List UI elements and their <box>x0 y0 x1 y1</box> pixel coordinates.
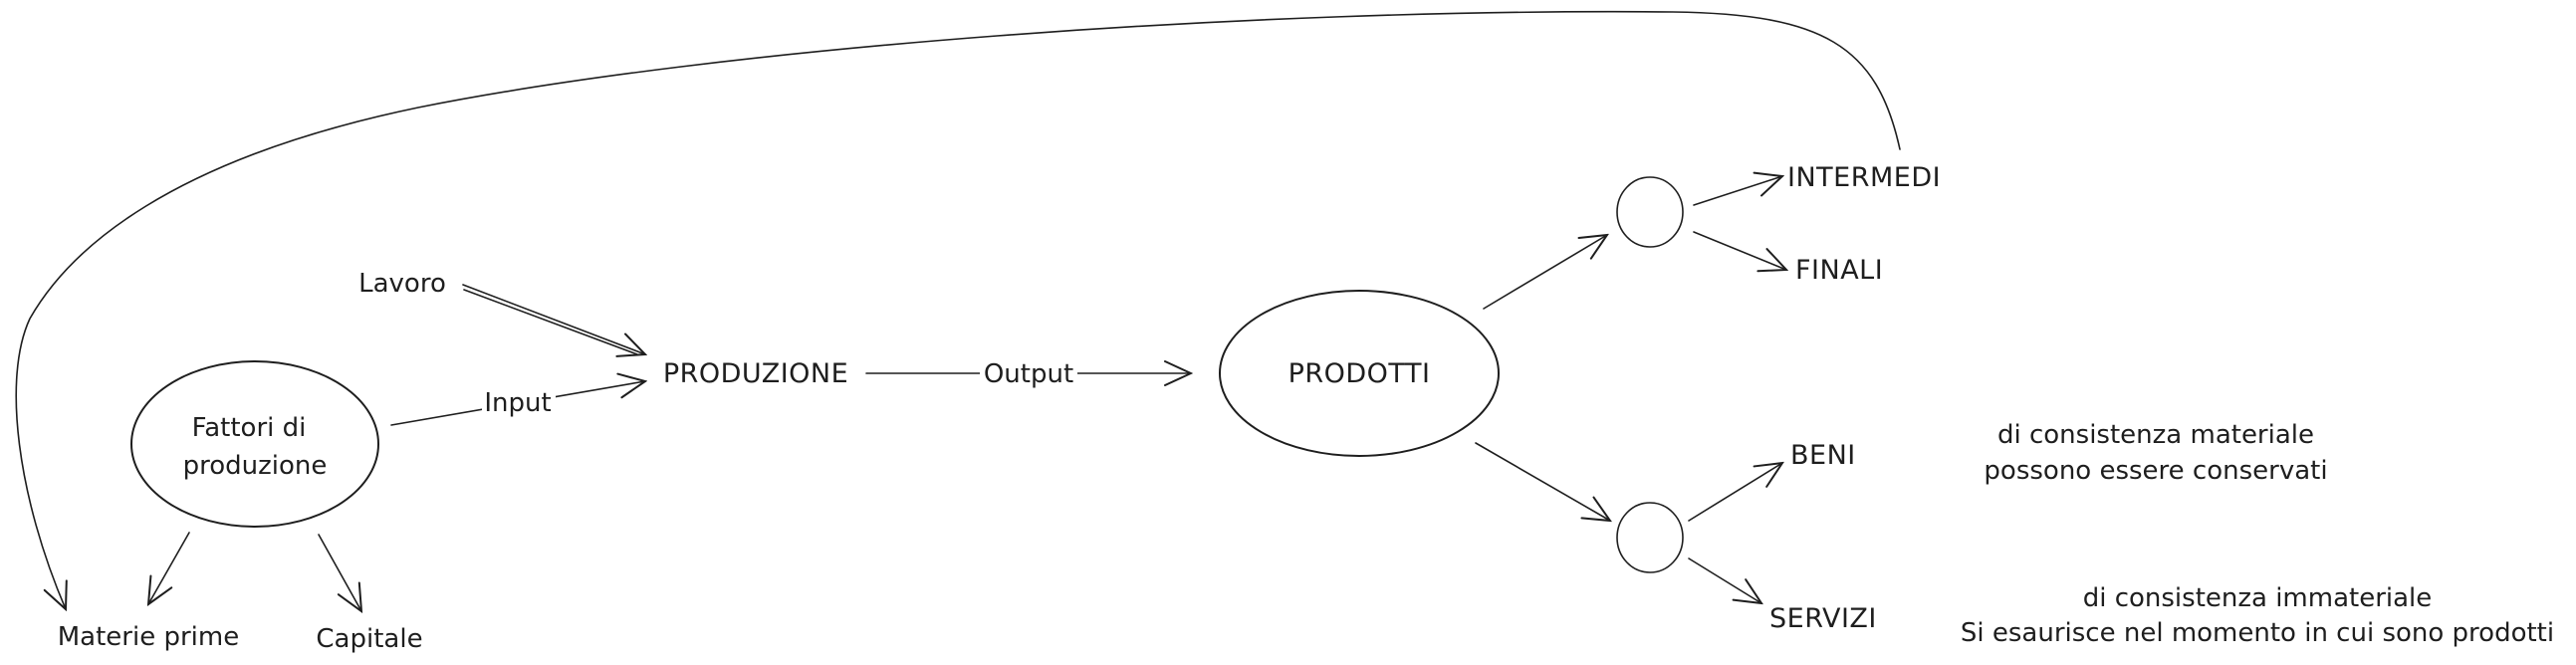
input-label-bg <box>482 386 556 416</box>
arrow-prodotti-to-circle-1 <box>1483 235 1607 310</box>
output-label-bg <box>980 356 1077 388</box>
servizi-note-line1: di consistenza immateriale <box>2083 583 2433 613</box>
input-label: Input <box>484 388 551 418</box>
servizi-label[interactable]: SERVIZI <box>1769 603 1877 634</box>
prodotti-label: PRODOTTI <box>1288 358 1431 389</box>
output-label: Output <box>984 359 1073 389</box>
circle-node-1[interactable] <box>1616 176 1684 248</box>
circle-node-2[interactable] <box>1616 502 1684 573</box>
capitale-label[interactable]: Capitale <box>316 624 422 654</box>
arrow-lavoro-to-produzione-shadow <box>463 289 638 355</box>
beni-label[interactable]: BENI <box>1790 440 1856 471</box>
finali-label[interactable]: FINALI <box>1795 255 1883 286</box>
arrow-prodotti-to-circle-2 <box>1475 442 1610 521</box>
arrow-to-servizi <box>1688 557 1761 603</box>
beni-note-line1: di consistenza materiale <box>1997 420 2314 450</box>
intermedi-label[interactable]: INTERMEDI <box>1787 162 1941 193</box>
arrow-to-finali <box>1693 231 1786 270</box>
beni-note-line2: possono essere conservati <box>1984 456 2327 486</box>
arrow-to-materie-prime <box>148 532 190 604</box>
arrow-intermedi-to-materie-prime <box>15 10 1901 609</box>
servizi-note-line2: Si esaurisce nel momento in cui sono pro… <box>1961 618 2554 648</box>
produzione-label[interactable]: PRODUZIONE <box>663 358 848 389</box>
lavoro-label[interactable]: Lavoro <box>358 269 446 299</box>
arrow-lavoro-to-produzione <box>462 284 645 354</box>
arrow-to-intermedi <box>1693 176 1782 206</box>
fattori-label-line1: Fattori di <box>192 413 307 443</box>
arrow-to-beni <box>1688 463 1782 522</box>
prodotti-node[interactable] <box>1219 290 1500 457</box>
materie-prime-label[interactable]: Materie prime <box>58 622 239 652</box>
fattori-label-line2: produzione <box>183 451 328 481</box>
fattori-di-produzione-node[interactable] <box>130 360 379 528</box>
arrow-to-capitale <box>318 534 361 611</box>
